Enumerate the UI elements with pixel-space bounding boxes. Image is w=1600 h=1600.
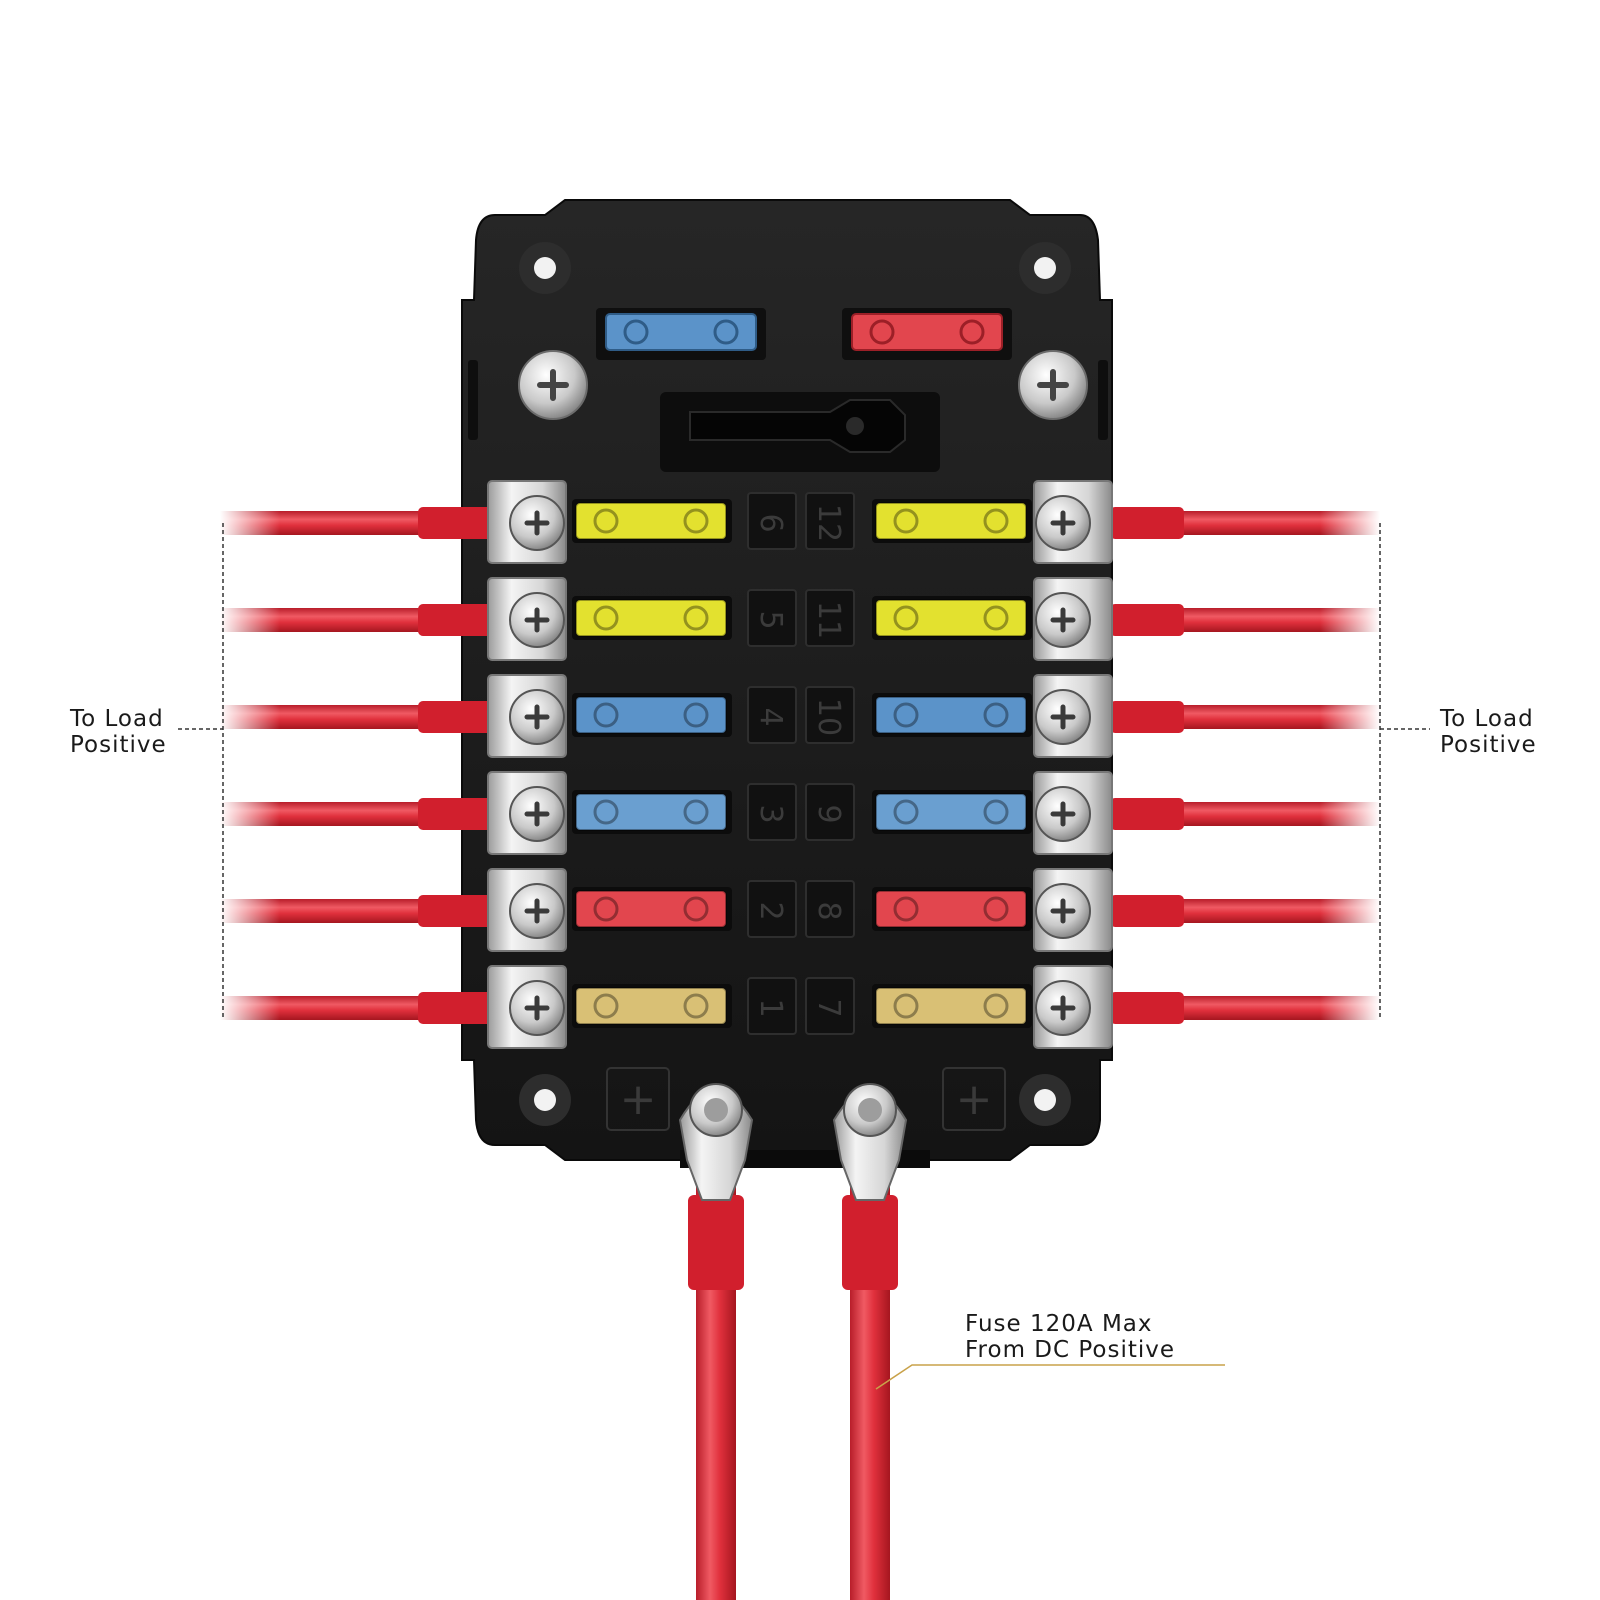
right-callout-line2: Positive [1440,732,1537,758]
bottom-callout-line2: From DC Positive [965,1337,1176,1363]
slot-number-right: 7 [811,998,846,1017]
blade-fuse-icon [575,793,727,831]
slot-number-left: 1 [753,998,788,1017]
plus-symbol-left: + [620,1074,657,1125]
left-load-callout: To Load Positive [70,706,167,758]
blade-fuse-icon [575,987,727,1025]
fuse-row: 4 10 [220,674,1380,758]
callout-lines [178,523,1430,1390]
fuse-row: 6 12 [220,480,1380,564]
plus-symbol-right: + [956,1074,993,1125]
slot-number-right: 10 [811,698,846,736]
wire-ferrule [418,798,492,830]
slot-number-right: 11 [811,601,846,639]
right-callout-line1: To Load [1440,706,1534,732]
spare-fuse-red-icon [851,313,1003,351]
wire-ferrule [418,604,492,636]
blade-fuse-icon [575,599,727,637]
wire-ferrule [418,992,492,1024]
left-callout-line2: Positive [70,732,167,758]
slot-number-left: 3 [753,804,788,823]
slot-number-right: 8 [811,901,846,920]
slot-number-left: 2 [753,901,788,920]
slot-number-left: 4 [753,707,788,726]
wire-ferrule [418,895,492,927]
blade-fuse-icon [875,696,1027,734]
blade-fuse-icon [875,890,1027,928]
slot-number-left: 5 [753,610,788,629]
wire-ferrule [1110,604,1184,636]
blade-fuse-icon [875,793,1027,831]
blade-fuse-icon [875,599,1027,637]
bottom-callout-line1: Fuse 120A Max [965,1311,1153,1337]
slot-number-right: 12 [811,504,846,542]
left-callout-line1: To Load [70,706,164,732]
blade-fuse-icon [875,987,1027,1025]
right-load-callout: To Load Positive [1440,706,1537,758]
spare-fuse-blue-icon [605,313,757,351]
wire-ferrule [1110,701,1184,733]
wire-ferrule [418,701,492,733]
slot-number-left: 6 [753,513,788,532]
mounting-holes [519,242,1071,1126]
fuse-puller [660,392,940,472]
spare-fuses [596,308,1012,360]
fuse-row: 5 11 [220,577,1380,661]
wire-ferrule [1110,507,1184,539]
blade-fuse-icon [575,890,727,928]
wire-ferrule [1110,798,1184,830]
blade-fuse-icon [875,502,1027,540]
wire-ferrule [1110,895,1184,927]
input-fuse-callout: Fuse 120A Max From DC Positive [965,1311,1175,1363]
blade-fuse-icon [575,696,727,734]
wire-ferrule [418,507,492,539]
wire-ferrule [1110,992,1184,1024]
blade-fuse-icon [575,502,727,540]
top-screws [518,350,1088,420]
slot-number-right: 9 [811,804,846,823]
